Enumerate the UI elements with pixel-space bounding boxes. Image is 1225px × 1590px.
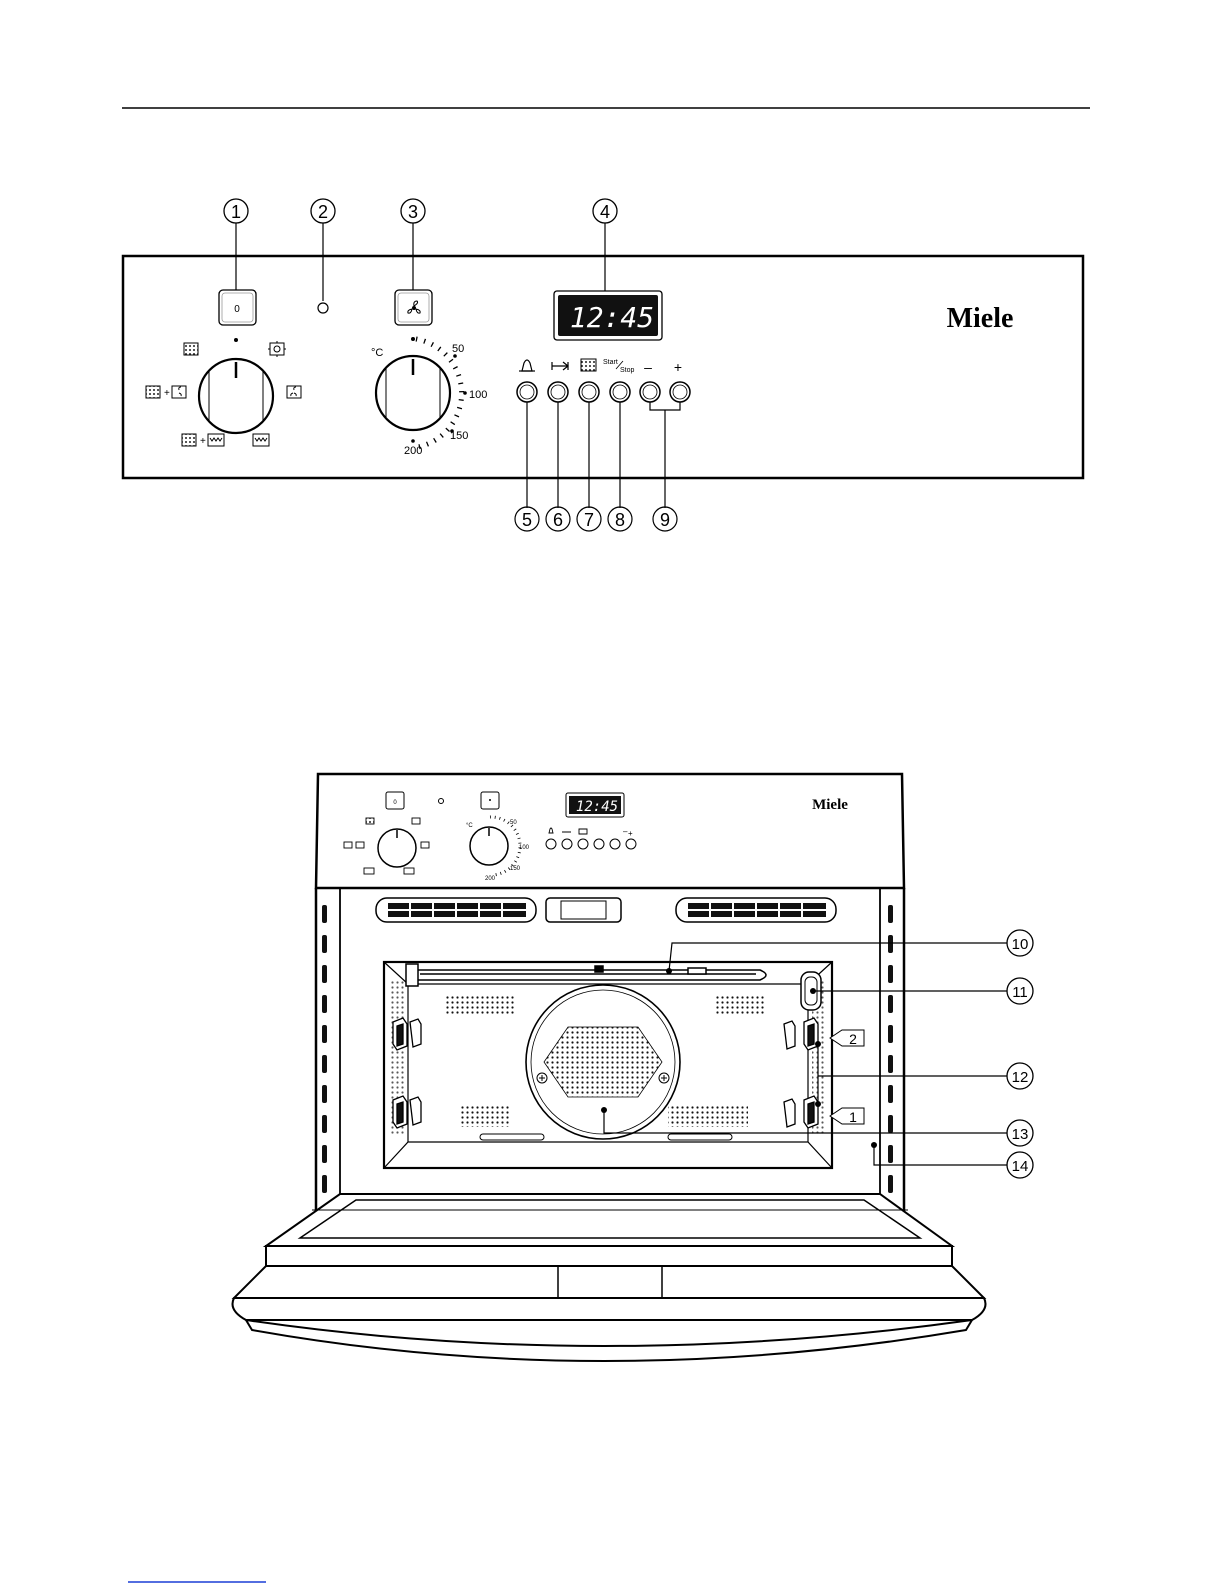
top-vents [376,898,836,922]
svg-text:50: 50 [510,820,517,826]
oven-door [233,1194,986,1361]
callouts-lower [515,402,680,531]
stop-label: Stop [620,367,635,374]
grill-icon [268,341,286,357]
light-plus-grill-icon: + [182,434,224,447]
plus-label: + [674,359,682,375]
temp-unit: °C [371,347,383,359]
temp-100: 100 [469,389,487,401]
light-icon [184,343,198,355]
duration-button[interactable] [579,382,599,402]
callout-3: 3 [401,199,425,290]
shelf-level-2: 2 [830,1030,864,1047]
shelf-level-1: 1 [830,1108,864,1125]
miele-logo: Miele [947,303,1014,334]
temp-200: 200 [404,445,422,457]
callout-10: 10 [1012,936,1029,953]
on-off-button[interactable]: 0 [219,290,256,325]
light-plus-fan-icon: + [146,386,186,399]
svg-text:+: + [164,388,170,399]
oven-cavity: 2 1 [384,962,864,1168]
minus-label: – [644,359,652,375]
callout-1: 1 [224,199,248,290]
oven-front: 0 12:45 Miele °C 50 100 150 200 [233,774,1008,1361]
end-time-icon [552,362,568,370]
callout-6: 6 [553,510,563,530]
callout-14: 14 [1012,1158,1029,1175]
callout-8: 8 [615,510,625,530]
plus-button[interactable] [670,382,690,402]
minus-button[interactable] [640,382,660,402]
svg-text:100: 100 [519,845,530,851]
temp-50: 50 [452,343,464,355]
start-stop-button[interactable] [610,382,630,402]
callout-7: 7 [584,510,594,530]
time-display: 12:45 [554,291,662,340]
display-time: 12:45 [570,301,654,334]
temperature-dial[interactable] [376,356,450,430]
svg-text:12:45: 12:45 [576,799,618,815]
timer-buttons [517,382,690,402]
side-vents-left [322,905,327,1193]
svg-text:2: 2 [849,1031,857,1047]
control-panel: 1 2 3 4 0 [123,199,1083,478]
fan-heat-icon [287,386,301,398]
callout-11: 11 [1012,984,1028,1001]
svg-text:Miele: Miele [812,797,848,813]
svg-text:+: + [628,829,633,838]
indicator-light [318,303,328,313]
side-vents-right [888,905,893,1193]
callout-5: 5 [522,510,532,530]
svg-text:°C: °C [466,823,473,829]
callout-4: 4 [593,199,617,291]
svg-text:3: 3 [408,202,418,222]
fan-button[interactable] [395,290,432,325]
function-selector-dial[interactable] [199,338,273,433]
svg-text:1: 1 [849,1109,857,1125]
callout-13: 13 [1012,1126,1029,1143]
callout-9: 9 [660,510,670,530]
svg-text:1: 1 [231,202,241,222]
callout-12: 12 [1012,1069,1029,1086]
heating-icon [253,434,269,446]
svg-text:4: 4 [600,202,610,222]
duration-light-icon [581,359,596,371]
off-label: 0 [234,304,240,315]
start-label: Start [603,359,618,366]
svg-text:200: 200 [485,876,496,882]
svg-text:150: 150 [510,866,521,872]
svg-text:+: + [200,436,206,447]
minute-minder-button[interactable] [517,382,537,402]
end-time-button[interactable] [548,382,568,402]
fan-cover [526,985,680,1139]
bell-icon [519,360,535,371]
callout-2: 2 [311,199,335,301]
svg-text:2: 2 [318,202,328,222]
temp-150: 150 [450,430,468,442]
